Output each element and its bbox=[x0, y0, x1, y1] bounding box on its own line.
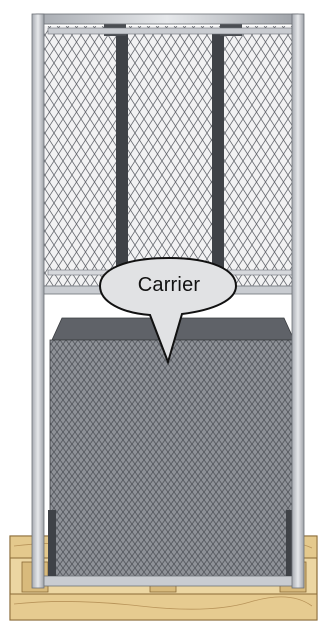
upper-mesh-panel bbox=[43, 26, 300, 292]
callout-label: Carrier bbox=[102, 262, 236, 308]
inner-post-left bbox=[116, 30, 128, 292]
inner-post-right bbox=[212, 30, 224, 292]
corner-post-left bbox=[32, 14, 44, 588]
bottom-rail bbox=[40, 576, 302, 586]
carrier-mesh-front bbox=[50, 340, 296, 578]
corner-post-right bbox=[292, 14, 304, 588]
